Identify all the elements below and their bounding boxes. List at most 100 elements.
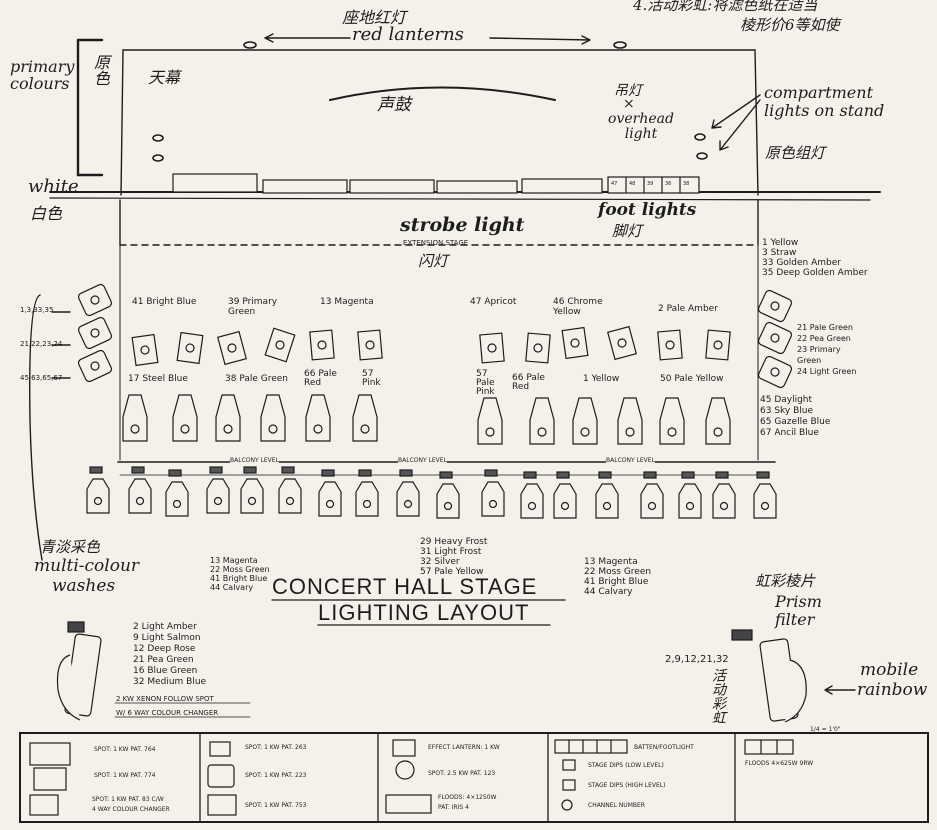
wall-spot [757,289,793,323]
balcony-spot [318,481,342,517]
channel-number [130,424,140,434]
spot-lantern [525,332,551,364]
color-item: 67 Ancil Blue [760,428,819,438]
legend-item: SPOT: 2.5 KW PAT. 123 [428,770,496,777]
legend-item: PAT. IRIS 4 [438,804,469,811]
legend-item: SPOT: 1 KW PAT. 223 [245,772,307,779]
color-item: 21 Pea Green [133,655,194,665]
balcony-spot [396,481,420,517]
balcony-spot [712,483,736,519]
primary-bracket [76,38,104,177]
follow-spot-colors: 2 Light Amber 9 Light Salmon 12 Deep Ros… [133,622,206,688]
spot-lantern [657,329,683,361]
balcony-spot [595,483,619,519]
profile-spot [529,397,555,445]
cyclorama-label: 天幕 [148,68,181,87]
spot-lantern [131,333,159,367]
color-item: 23 Primary Green [797,345,841,365]
lantern-hood [681,471,695,479]
compartment-en: compartment lights on stand [764,83,885,120]
lantern-hood [321,469,335,477]
channel-number [362,499,372,509]
legend-item: SPOT: 1 KW PAT. 774 [94,772,156,779]
spot-lantern [309,329,335,361]
prism-numbers: 2,9,12,21,32 [665,654,729,665]
color-item: 3 Straw [762,248,797,258]
legend-symbols [29,739,794,816]
lantern-hood [89,466,103,474]
balcony-spot [640,483,664,519]
balcony-spot [553,483,577,519]
profile-spot [572,397,598,445]
red-lantern [613,41,627,49]
profile-spot [215,394,241,442]
overhead-arc [329,86,556,101]
group-label: 17 Steel Blue [128,374,188,384]
mobile-en1: mobile [860,660,919,680]
upstage-wall [122,49,759,196]
channel-number [760,501,770,511]
lantern-hood [439,471,453,479]
wall-spot [757,355,793,389]
left-color-group: 21,22,23,24 [20,340,63,348]
batten-strip [172,173,700,194]
balcony-spot [86,478,110,514]
lantern-hood [168,469,182,477]
channel-number [625,427,635,437]
red-lanterns-cn: 座地红灯 [342,8,407,27]
footlights-en: foot lights [598,200,697,220]
channel-number [667,427,677,437]
color-item: 22 Moss Green [584,567,652,577]
color-item: 33 Golden Amber [762,258,841,268]
channel-number [485,427,495,437]
channel-number [443,501,453,511]
spot-lantern [176,331,204,365]
channel-number [647,501,657,511]
spot-lantern [264,327,296,363]
color-item: 41 Bright Blue [210,574,268,583]
balcony-spot [240,478,264,514]
balcony-spot [520,483,544,519]
color-item: 24 Light Green [797,367,857,376]
red-lantern [243,41,257,49]
balcony-spot [436,483,460,519]
group-label: 2 Pale Amber [658,304,718,314]
color-item: 21 Pale Green [797,323,854,332]
balcony-label: BALCONY LEVEL [230,457,279,464]
extension-stage-label: EXTENSION STAGE [403,239,469,247]
legend-item: FLOODS: 4×1250W [438,794,497,801]
footlights-cn: 脚灯 [612,222,643,240]
multicolour-en1: multi-colour [34,556,140,576]
lantern-hood [358,469,372,477]
wall-spot [77,316,113,350]
wall-spot [77,283,113,317]
group-label: 57 Pale Pink [476,369,495,397]
profile-spot [659,397,685,445]
channel-number [527,501,537,511]
lantern-hood [556,471,570,479]
balcony-spot [481,481,505,517]
balcony-spot [278,478,302,514]
footlight-cell-number: 47 [611,181,618,187]
spot-lantern [705,329,731,361]
channel-number [247,496,257,506]
cyc-lamp [152,154,164,162]
strobe-en: strobe light [400,214,525,236]
color-item: 29 Heavy Frost [420,537,488,547]
legend-item: FLOODS 4×625W 9RW [745,760,814,767]
legend-item: STAGE DIPS (HIGH LEVEL) [588,782,666,789]
compartment-lamp [694,133,706,141]
page-title-line1: CONCERT HALL STAGE [272,574,538,599]
channel-number [313,424,323,434]
color-item: 63 Sky Blue [760,406,814,416]
color-item: 16 Blue Green [133,666,198,676]
right-bottom-colors: 45 Daylight 63 Sky Blue 65 Gazelle Blue … [760,395,830,439]
footlight-cell-number: 38 [683,181,690,187]
spot-lantern [561,326,589,360]
balcony-spot [678,483,702,519]
channel-number [213,496,223,506]
center-color-list: 29 Heavy Frost 31 Light Frost 32 Silver … [420,537,487,577]
follow-spot-stand [56,654,81,721]
legend-item: SPOT: 1 KW PAT. 753 [245,802,307,809]
